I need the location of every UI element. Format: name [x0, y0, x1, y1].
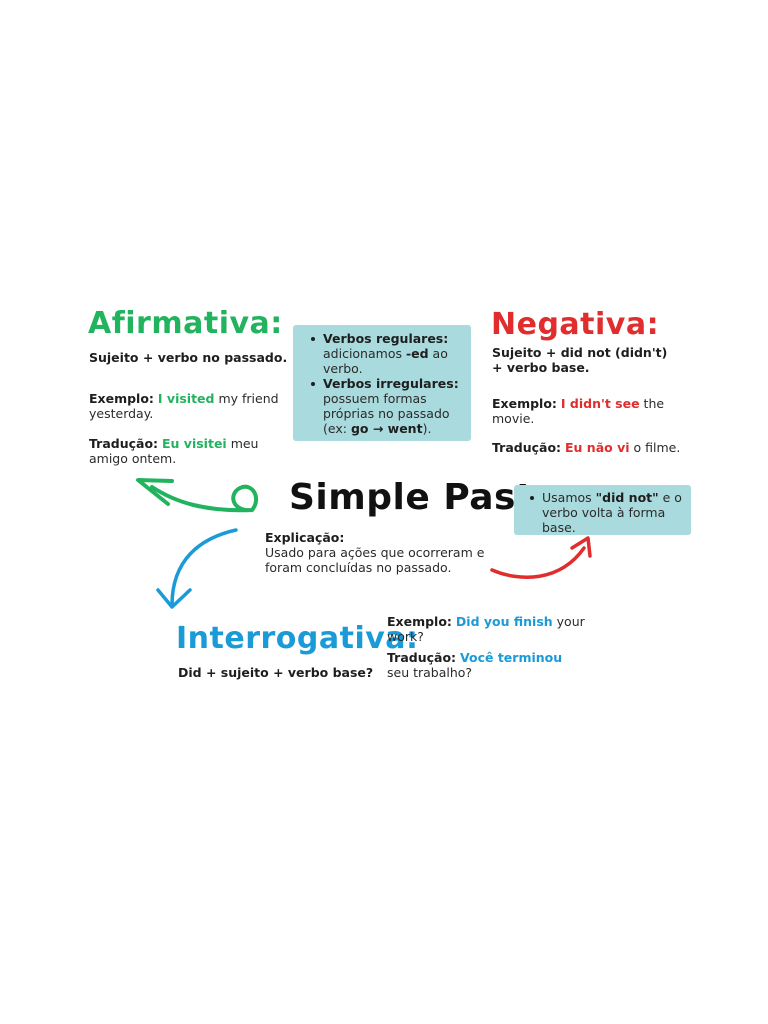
verbos-regulares-item: Verbos regulares: adicionamos -ed ao ver… [309, 331, 461, 376]
verbos-regulares-text-1: adicionamos [323, 346, 406, 361]
afirmativa-structure: Sujeito + verbo no passado. [89, 350, 288, 365]
negativa-example-highlight: I didn't see [560, 396, 640, 411]
green-arrow-icon [150, 484, 259, 513]
traducao-label: Tradução: [89, 436, 159, 451]
verbos-irregulares-item: Verbos irregulares: possuem formas própr… [309, 376, 461, 436]
negativa-example-rest: the movie. [492, 396, 665, 426]
verbos-irregulares-text-2: ). [422, 421, 432, 436]
red-arrowhead-icon [570, 536, 592, 558]
interrogativa-translation-highlight: Você terminou [460, 650, 563, 665]
traducao-label: Tradução: [492, 440, 562, 455]
simple-past-title: Simple Past [289, 477, 534, 518]
afirmativa-translation: Tradução: Eu visitei meu amigo ontem. [89, 436, 269, 466]
red-arrow-icon [490, 546, 586, 580]
negativa-translation-highlight: Eu não vi [565, 440, 630, 455]
verbos-regulares-text-2: ao verbo. [323, 346, 448, 376]
green-arrowhead-icon [136, 478, 174, 506]
exemplo-label: Exemplo: [89, 391, 154, 406]
verbos-irregulares-text-1: possuem formas próprias no passado (ex: [323, 391, 450, 436]
verbos-irregulares-label: Verbos irregulares: [323, 376, 459, 391]
exemplo-label: Exemplo: [387, 614, 452, 629]
interrogativa-example-rest: your work? [387, 614, 585, 644]
verbos-irregulares-example: go → went [350, 421, 423, 436]
afirmativa-example: Exemplo: I visited my friend yesterday. [89, 391, 289, 421]
afirmativa-title: Afirmativa: [88, 306, 283, 341]
interrogativa-example-highlight: Did you finish [455, 614, 553, 629]
interrogativa-example: Exemplo: Did you finish your work? [387, 614, 587, 644]
blue-arrow-icon [170, 528, 238, 607]
traducao-label: Tradução: [387, 650, 457, 665]
negativa-translation: Tradução: Eu não vi o filme. [492, 440, 692, 455]
explicacao-label: Explicação: [265, 530, 345, 545]
verbos-regulares-label: Verbos regulares: [323, 331, 449, 346]
verbos-box: Verbos regulares: adicionamos -ed ao ver… [293, 325, 471, 441]
explicacao-text: Usado para ações que ocorreram e foram c… [265, 545, 485, 575]
negativa-example: Exemplo: I didn't see the movie. [492, 396, 682, 426]
verbos-regulares-ed: -ed [405, 346, 429, 361]
afirmativa-translation-highlight: Eu visitei [162, 436, 227, 451]
interrogativa-title: Interrogativa: [176, 621, 419, 656]
blue-arrowhead-icon [156, 588, 192, 609]
did-not-highlight: "did not" [595, 490, 659, 505]
afirmativa-example-highlight: I visited [157, 391, 215, 406]
negativa-structure: Sujeito + did not (didn't) + verbo base. [492, 345, 668, 375]
did-not-item: Usamos "did not" e o verbo volta à forma… [528, 490, 683, 535]
exemplo-label: Exemplo: [492, 396, 557, 411]
did-not-box: Usamos "did not" e o verbo volta à forma… [514, 485, 691, 535]
negativa-translation-rest: o filme. [633, 440, 681, 455]
did-not-text-2: e o verbo volta à forma base. [542, 490, 682, 535]
did-not-text-1: Usamos [542, 490, 596, 505]
negativa-title: Negativa: [491, 307, 660, 342]
interrogativa-translation: Tradução: Você terminou seu trabalho? [387, 650, 567, 680]
afirmativa-translation-rest: meu amigo ontem. [89, 436, 259, 466]
interrogativa-translation-rest: seu trabalho? [387, 665, 473, 680]
afirmativa-example-rest: my friend yesterday. [89, 391, 279, 421]
interrogativa-structure: Did + sujeito + verbo base? [178, 665, 374, 680]
